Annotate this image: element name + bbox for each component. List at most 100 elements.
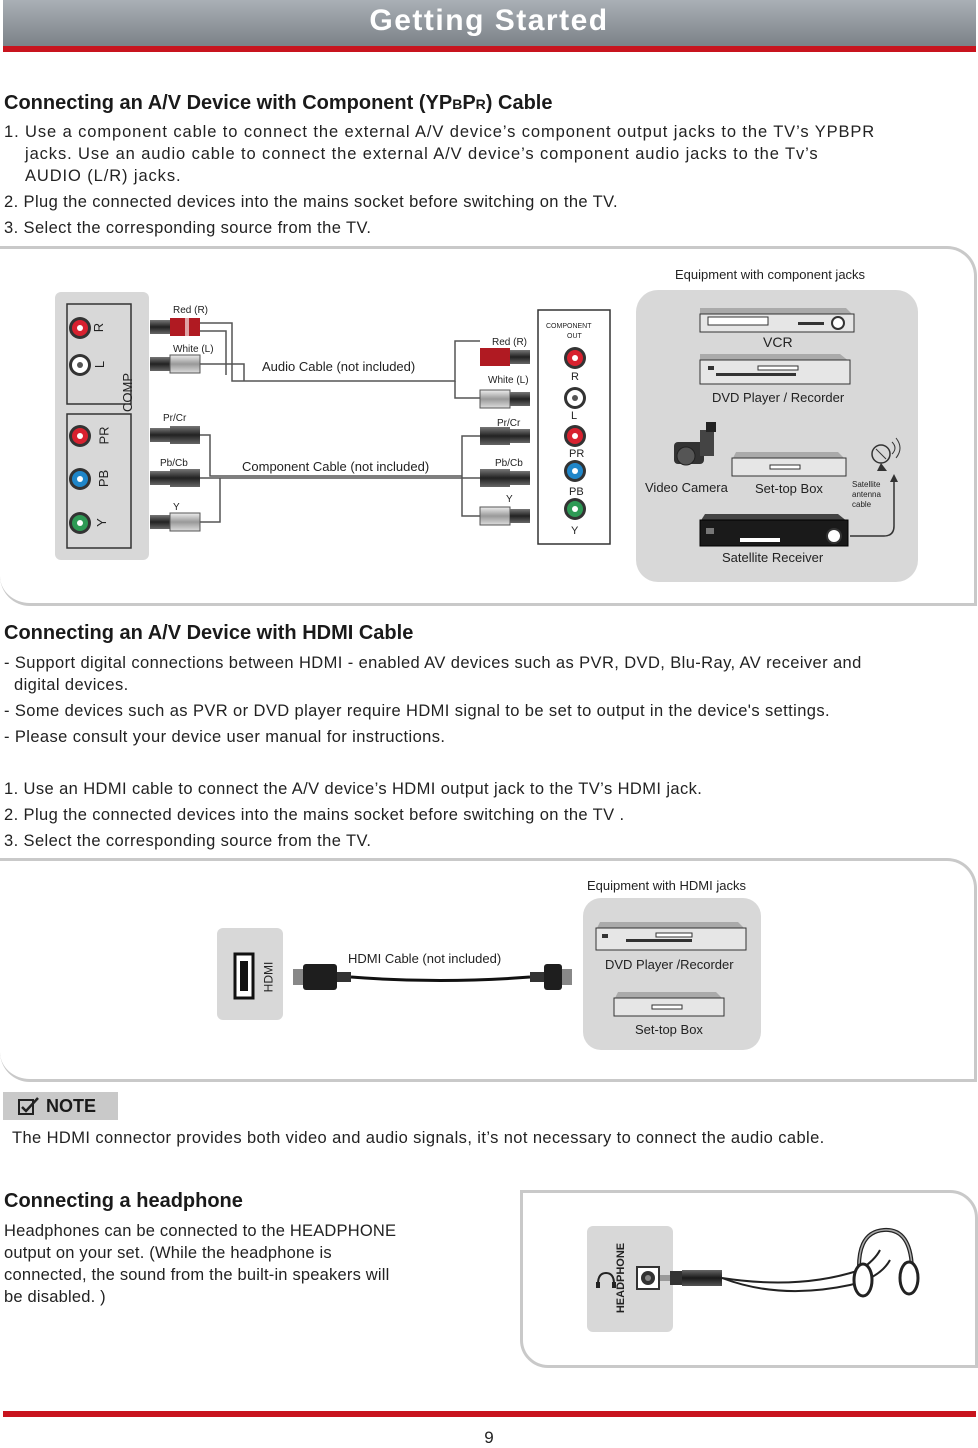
hdmi-step-3: 3. Select the corresponding source from … (4, 832, 372, 850)
audio-cable-label: Audio Cable (not included) (262, 359, 416, 374)
tv-label-y: Y (93, 518, 109, 527)
set-top-box-icon (731, 452, 847, 477)
satellite-receiver-icon (699, 514, 849, 547)
headphone-text-1: Headphones can be connected to the HEADP… (4, 1222, 397, 1240)
dvd-label: DVD Player / Recorder (712, 390, 845, 405)
tv-label-pr: PR (96, 426, 112, 445)
stb-label: Set-top Box (755, 481, 823, 496)
note-label: NOTE (46, 1096, 97, 1116)
out-jack-pr (564, 425, 586, 447)
headphone-diagram (587, 1226, 920, 1332)
label-dev-red: Red (R) (492, 337, 528, 348)
headphone-text-4: be disabled. ) (4, 1288, 106, 1306)
label-dev-y: Y (506, 494, 513, 505)
label-dev-pb: Pb/Cb (495, 458, 523, 469)
tv-label-comp: COMP (120, 373, 135, 412)
headphone-symbol-icon (596, 1271, 616, 1288)
component-step-1-line-3: AUDIO (L/R) jacks. (25, 167, 182, 185)
out-label-pr: PR (569, 448, 585, 460)
tv-jack-pb (69, 468, 91, 490)
tv-label-l: L (92, 360, 108, 369)
hdmi-diagram-frame (0, 858, 977, 1082)
headphone-heading: Connecting a headphone (4, 1190, 243, 1212)
page-title: Getting Started (369, 4, 609, 37)
tv-label-r: R (91, 322, 107, 333)
camera-label: Video Camera (645, 480, 728, 495)
hdmi-dvd-icon (595, 922, 747, 951)
headphone-text-3: connected, the sound from the built-in s… (4, 1266, 390, 1284)
hdmi-stb-icon (613, 992, 725, 1017)
hdmi-cable-icon (293, 964, 572, 990)
headphone-jack-icon (636, 1266, 660, 1290)
vcr-icon (699, 308, 855, 333)
tv-jack-l (69, 354, 91, 376)
plug-dev-white (479, 389, 530, 409)
sat-rx-label: Satellite Receiver (722, 550, 824, 565)
out-jack-l (564, 387, 586, 409)
hdmi-port-label: HDMI (261, 961, 276, 993)
plug-dev-red (480, 348, 530, 366)
headphone-plug-icon (660, 1249, 891, 1293)
component-heading: Connecting an A/V Device with Component … (4, 92, 553, 114)
header-bar (3, 0, 976, 46)
out-jack-r (564, 347, 586, 369)
satellite-dish-icon (871, 437, 901, 471)
out-label-y: Y (571, 525, 579, 537)
tv-jack-y (69, 512, 91, 534)
label-tv-white: White (L) (173, 344, 214, 355)
out-label-r: R (571, 371, 579, 383)
component-step-1-line-1: 1. Use a component cable to connect the … (4, 123, 876, 141)
label-tv-pr: Pr/Cr (163, 413, 187, 424)
hdmi-heading: Connecting an A/V Device with HDMI Cable (4, 622, 414, 644)
vcr-label: VCR (763, 334, 793, 350)
label-tv-y: Y (173, 502, 180, 513)
note-checkbox-icon (18, 1097, 39, 1115)
hdmi-equipment-label: Equipment with HDMI jacks (587, 878, 746, 893)
out-jack-pb (564, 460, 586, 482)
tv-label-pb: PB (96, 469, 112, 488)
plug-dev-pr (480, 427, 530, 445)
headphone-port-panel (587, 1226, 673, 1332)
out-label-pb: PB (569, 486, 584, 498)
label-tv-red: Red (R) (173, 305, 209, 316)
plug-tv-y (150, 512, 201, 532)
hdmi-step-1: 1. Use an HDMI cable to connect the A/V … (4, 780, 703, 798)
header-accent-line (3, 46, 976, 52)
hdmi-stb-label: Set-top Box (635, 1022, 703, 1037)
headphone-diagram-frame (520, 1190, 978, 1368)
plug-tv-pb (150, 469, 200, 487)
plug-dev-y (479, 506, 530, 526)
label-tv-pb: Pb/Cb (160, 458, 188, 469)
video-camera-icon (674, 422, 716, 466)
hdmi-bullet-3: - Please consult your device user manual… (4, 728, 446, 746)
headphones-icon (852, 1227, 920, 1298)
component-equipment-label: Equipment with component jacks (675, 267, 866, 282)
note-text: The HDMI connector provides both video a… (12, 1129, 825, 1147)
out-title: COMPONENT (546, 323, 592, 330)
component-cable-label: Component Cable (not included) (242, 459, 430, 474)
hdmi-bullet-1-line-2: digital devices. (14, 676, 129, 694)
hdmi-cable-label: HDMI Cable (not included) (348, 951, 502, 966)
dvd-recorder-icon (699, 354, 851, 385)
component-step-1-line-2: jacks. Use an audio cable to connect the… (25, 145, 819, 163)
label-dev-white: White (L) (488, 375, 529, 386)
satellite-cable-line (850, 478, 895, 537)
plug-tv-white (150, 354, 201, 374)
component-diagram (55, 290, 918, 582)
plug-tv-red (150, 318, 200, 336)
plug-tv-pr (150, 426, 200, 444)
satellite-cable-arrow (890, 474, 898, 482)
label-dev-pr: Pr/Cr (497, 418, 521, 429)
out-label-l: L (571, 410, 578, 422)
tv-jack-pr (69, 425, 91, 447)
hdmi-step-2: 2. Plug the connected devices into the m… (4, 806, 625, 824)
note-badge (3, 1092, 118, 1120)
headphone-port-label: HEADPHONE (615, 1242, 628, 1314)
page-number: 9 (484, 1428, 494, 1447)
tv-jack-r (69, 317, 91, 339)
component-step-3: 3. Select the corresponding source from … (4, 219, 372, 237)
footer-line (3, 1411, 976, 1417)
headphone-text-2: output on your set. (While the headphone… (4, 1244, 332, 1262)
component-step-2: 2. Plug the connected devices into the m… (4, 193, 619, 211)
